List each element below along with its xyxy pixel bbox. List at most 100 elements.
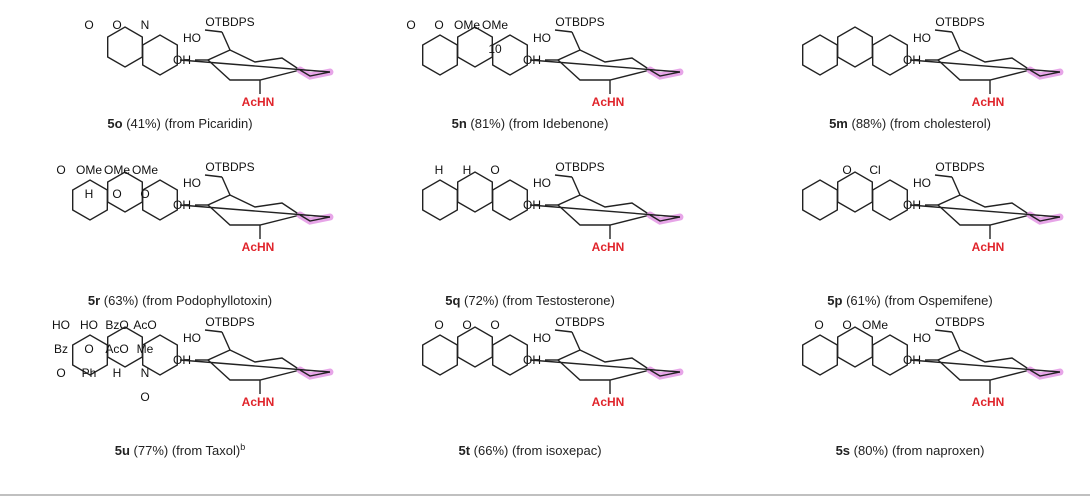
- aglycone-ring: [72, 179, 108, 221]
- sugar-ch2: [221, 31, 231, 51]
- compound-caption: 5n (81%) (from Idebenone): [452, 116, 609, 131]
- caption-text: 5s (80%) (from naproxen): [836, 443, 985, 458]
- achn-label: AcHN: [242, 240, 275, 254]
- linker: [649, 369, 681, 377]
- ho-label: HO: [533, 31, 551, 45]
- sugar-ch2: [571, 176, 581, 196]
- aglycone-ring: [107, 326, 143, 368]
- otbdps-label: OTBDPS: [205, 160, 254, 174]
- atom-label: AcO: [105, 342, 128, 356]
- atom-label: Me: [137, 342, 154, 356]
- otbdps-label: OTBDPS: [935, 15, 984, 29]
- ho-label: HO: [913, 176, 931, 190]
- compound-id: 5u: [115, 443, 130, 458]
- compound-yield-source: (88%) (from cholesterol): [848, 116, 991, 131]
- ho-label: HO: [533, 331, 551, 345]
- atom-label: O: [842, 318, 851, 332]
- caption-text: 5q (72%) (from Testosterone): [445, 293, 615, 308]
- sugar-ch2: [951, 331, 961, 351]
- sugar-otbdps-bond: [934, 174, 953, 178]
- linker-chain: [909, 204, 1061, 218]
- atom-label: H: [435, 163, 444, 177]
- aglycone-ring: [72, 334, 108, 376]
- footnote-mark: b: [240, 442, 245, 452]
- sugar-ch2: [221, 331, 231, 351]
- linker-chain: [179, 59, 331, 73]
- aglycone-ring: [802, 179, 838, 221]
- linker: [649, 69, 681, 77]
- atom-label: Ph: [82, 366, 97, 380]
- aglycone-ring: [802, 34, 838, 76]
- compound-yield-source: (61%) (from Ospemifene): [842, 293, 992, 308]
- compound-caption: 5t (66%) (from isoxepac): [458, 443, 601, 458]
- sugar-ring: [206, 49, 302, 81]
- otbdps-label: OTBDPS: [935, 315, 984, 329]
- aglycone-ring: [422, 334, 458, 376]
- atom-label: O: [434, 318, 443, 332]
- sugar-otbdps-bond: [554, 329, 573, 333]
- sugar-ch2: [951, 176, 961, 196]
- compound-id: 5q: [445, 293, 460, 308]
- sugar-ring: [936, 49, 1032, 81]
- sugar-otbdps-bond: [204, 29, 223, 33]
- sugar-otbdps-bond: [204, 174, 223, 178]
- atom-label: H: [85, 187, 94, 201]
- compound-caption: 5u (77%) (from Taxol)b: [115, 442, 245, 458]
- atom-label: H: [113, 366, 122, 380]
- linker: [1029, 369, 1061, 377]
- ho-label: HO: [183, 176, 201, 190]
- compound-id: 5p: [827, 293, 842, 308]
- aglycone-ring: [837, 171, 873, 213]
- atom-label: OMe: [482, 18, 508, 32]
- sugar-otbdps-bond: [204, 329, 223, 333]
- aglycone-ring: [837, 326, 873, 368]
- atom-label: O: [84, 18, 93, 32]
- ho-label: HO: [913, 331, 931, 345]
- ho-label: HO: [183, 331, 201, 345]
- achn-label: AcHN: [242, 395, 275, 409]
- compound-5u: OTBDPSHOOHAcHNAcOBzOHOHOMeAcOOBzNHPhOO5u…: [52, 315, 334, 458]
- aglycone-ring: [802, 334, 838, 376]
- sugar-otbdps-bond: [934, 329, 953, 333]
- achn-label: AcHN: [592, 395, 625, 409]
- atom-label: OMe: [104, 163, 130, 177]
- compound-caption: 5m (88%) (from cholesterol): [829, 116, 991, 131]
- aglycone-ring: [107, 171, 143, 213]
- sugar-ch2: [221, 176, 231, 196]
- caption-text: 5m (88%) (from cholesterol): [829, 116, 991, 131]
- compound-yield-source: (81%) (from Idebenone): [467, 116, 609, 131]
- atom-label: O: [462, 318, 471, 332]
- atom-label: O: [490, 318, 499, 332]
- compound-id: 5n: [452, 116, 467, 131]
- sugar-ring: [556, 194, 652, 226]
- otbdps-label: OTBDPS: [555, 15, 604, 29]
- linker-chain: [529, 359, 681, 373]
- atom-label: O: [434, 18, 443, 32]
- atom-label: Cl: [869, 163, 880, 177]
- aglycone-ring: [422, 179, 458, 221]
- atom-label: 10: [488, 42, 502, 56]
- compound-yield-source: (63%) (from Podophyllotoxin): [100, 293, 272, 308]
- sugar-ring: [206, 349, 302, 381]
- compound-caption: 5q (72%) (from Testosterone): [445, 293, 615, 308]
- achn-label: AcHN: [972, 95, 1005, 109]
- atom-label: HO: [80, 318, 98, 332]
- atom-label: OMe: [76, 163, 102, 177]
- atom-label: Bz: [54, 342, 68, 356]
- aglycone-ring: [457, 326, 493, 368]
- sugar-ch2: [951, 31, 961, 51]
- aglycone-ring: [457, 171, 493, 213]
- achn-label: AcHN: [972, 240, 1005, 254]
- aglycone-ring: [107, 26, 143, 68]
- atom-label: O: [112, 187, 121, 201]
- compound-id: 5m: [829, 116, 848, 131]
- atom-label: N: [141, 18, 150, 32]
- sugar-ring: [556, 349, 652, 381]
- sugar-ring: [936, 349, 1032, 381]
- sugar-ring: [556, 49, 652, 81]
- compound-id: 5o: [107, 116, 122, 131]
